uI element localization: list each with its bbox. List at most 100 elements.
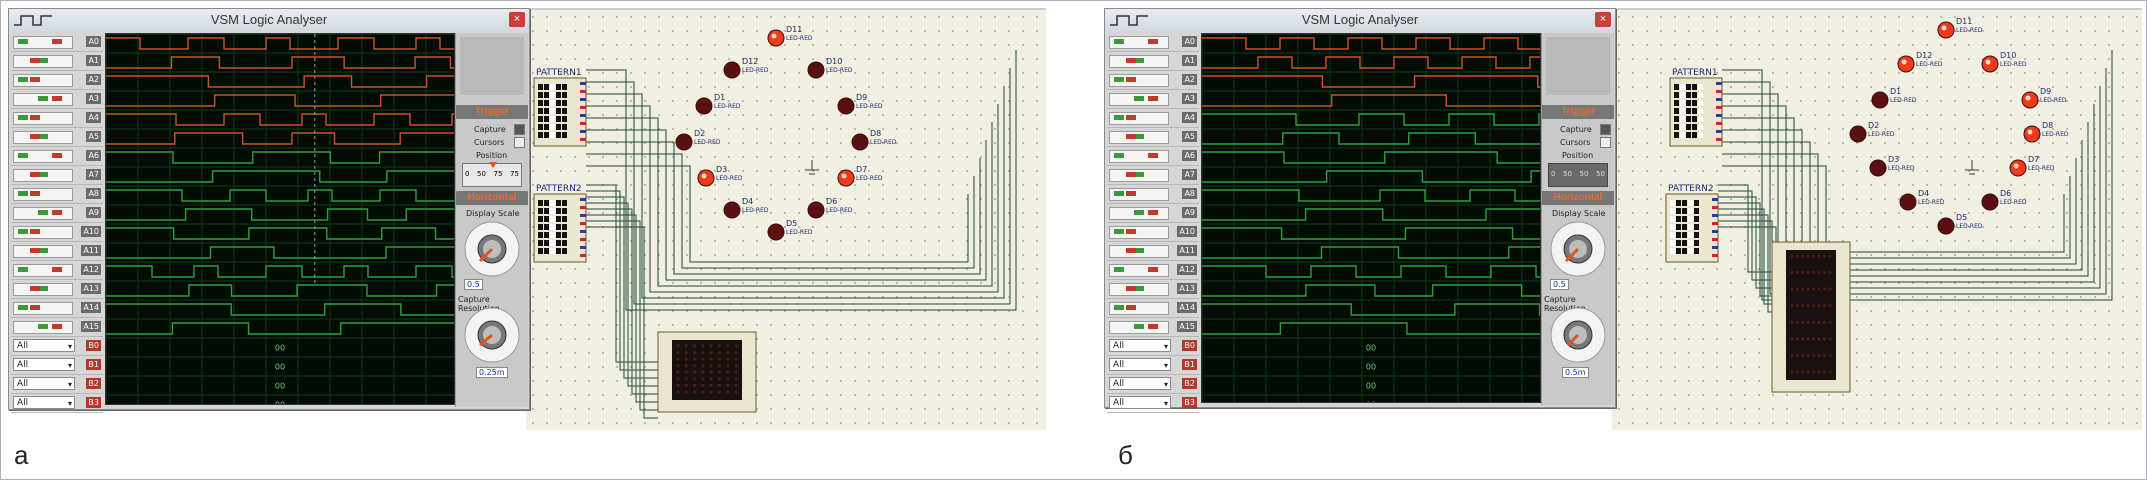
trigger-condition-toggle[interactable] bbox=[13, 36, 73, 49]
led-matrix-chip[interactable] bbox=[1771, 241, 1851, 393]
capture-resolution-knob[interactable] bbox=[460, 305, 524, 365]
trigger-condition-toggle[interactable] bbox=[13, 188, 73, 201]
trigger-condition-toggle[interactable] bbox=[1109, 55, 1169, 68]
titlebar[interactable]: VSM Logic Analyser × bbox=[1105, 9, 1615, 31]
waveform-display[interactable]: 00000000 bbox=[105, 33, 455, 410]
bus-select[interactable]: All▾ bbox=[13, 358, 75, 371]
wire[interactable] bbox=[586, 202, 658, 387]
channel-row[interactable]: A10 bbox=[1107, 223, 1199, 242]
trigger-condition-toggle[interactable] bbox=[1109, 245, 1169, 258]
channel-row[interactable]: A1 bbox=[1107, 52, 1199, 71]
trigger-condition-toggle[interactable] bbox=[13, 74, 73, 87]
bus-select[interactable]: All▾ bbox=[1109, 377, 1171, 390]
trigger-condition-toggle[interactable] bbox=[13, 131, 73, 144]
trigger-condition-toggle[interactable] bbox=[13, 302, 73, 315]
channel-row[interactable]: A5 bbox=[1107, 128, 1199, 147]
trigger-condition-toggle[interactable] bbox=[13, 264, 73, 277]
trigger-condition-toggle[interactable] bbox=[1109, 36, 1169, 49]
wire[interactable] bbox=[586, 141, 981, 275]
wire[interactable] bbox=[586, 214, 658, 403]
bus-select[interactable]: All▾ bbox=[1109, 339, 1171, 352]
channel-row[interactable]: A10 bbox=[11, 223, 103, 242]
led-matrix-chip[interactable] bbox=[657, 331, 757, 413]
display-scale-knob[interactable] bbox=[460, 219, 524, 279]
trigger-condition-toggle[interactable] bbox=[1109, 74, 1169, 87]
wire[interactable] bbox=[1718, 208, 1772, 305]
wire[interactable] bbox=[586, 184, 658, 363]
trigger-condition-toggle[interactable] bbox=[1109, 264, 1169, 277]
capture-checkbox[interactable] bbox=[1600, 124, 1611, 135]
display-scale-knob[interactable] bbox=[1546, 219, 1610, 279]
channel-row[interactable]: A3 bbox=[11, 90, 103, 109]
channel-row[interactable]: A0 bbox=[1107, 33, 1199, 52]
trigger-condition-toggle[interactable] bbox=[1109, 93, 1169, 106]
channel-row[interactable]: A8 bbox=[1107, 185, 1199, 204]
wire[interactable] bbox=[1722, 165, 2065, 253]
channel-row[interactable]: A1 bbox=[11, 52, 103, 71]
capture-checkbox[interactable] bbox=[514, 124, 525, 135]
wire[interactable] bbox=[586, 226, 658, 419]
bus-select[interactable]: All▾ bbox=[1109, 396, 1171, 409]
pattern-generator[interactable]: PATTERN1 bbox=[533, 68, 587, 147]
wire[interactable] bbox=[1718, 226, 1777, 329]
trigger-condition-toggle[interactable] bbox=[1109, 131, 1169, 144]
trigger-condition-toggle[interactable] bbox=[1109, 150, 1169, 163]
wire[interactable] bbox=[586, 196, 658, 379]
trigger-condition-toggle[interactable] bbox=[13, 169, 73, 182]
trigger-condition-toggle[interactable] bbox=[13, 112, 73, 125]
wire[interactable] bbox=[586, 190, 658, 371]
wire[interactable] bbox=[586, 220, 658, 411]
channel-row[interactable]: A11 bbox=[1107, 242, 1199, 261]
position-slider[interactable]: 0 50 75 75 bbox=[462, 162, 522, 187]
channel-row[interactable]: A3 bbox=[1107, 90, 1199, 109]
channel-row[interactable]: A5 bbox=[11, 128, 103, 147]
channel-row[interactable]: A15 bbox=[11, 318, 103, 337]
channel-row[interactable]: A13 bbox=[11, 280, 103, 299]
trigger-condition-toggle[interactable] bbox=[13, 321, 73, 334]
cursors-checkbox[interactable] bbox=[514, 137, 525, 148]
channel-row[interactable]: A11 bbox=[11, 242, 103, 261]
bus-select[interactable]: All▾ bbox=[13, 396, 75, 409]
pattern-generator[interactable]: PATTERN2 bbox=[1665, 184, 1719, 263]
bus-select[interactable]: All▾ bbox=[1109, 358, 1171, 371]
wire[interactable] bbox=[586, 153, 975, 269]
channel-row[interactable]: A7 bbox=[1107, 166, 1199, 185]
close-button[interactable]: × bbox=[1595, 12, 1611, 27]
channel-row[interactable]: A9 bbox=[1107, 204, 1199, 223]
channel-row[interactable]: A4 bbox=[1107, 109, 1199, 128]
channel-row[interactable]: A9 bbox=[11, 204, 103, 223]
trigger-condition-toggle[interactable] bbox=[1109, 188, 1169, 201]
trigger-condition-toggle[interactable] bbox=[1109, 321, 1169, 334]
channel-row[interactable]: A15 bbox=[1107, 318, 1199, 337]
wire[interactable] bbox=[1718, 190, 1772, 281]
bus-select[interactable]: All▾ bbox=[13, 339, 75, 352]
channel-row[interactable]: A4 bbox=[11, 109, 103, 128]
position-slider-thumb[interactable] bbox=[489, 162, 497, 168]
capture-resolution-knob[interactable] bbox=[1546, 305, 1610, 365]
wire[interactable] bbox=[1722, 50, 2113, 301]
channel-row[interactable]: A0 bbox=[11, 33, 103, 52]
wire[interactable] bbox=[586, 208, 658, 395]
trigger-condition-toggle[interactable] bbox=[13, 207, 73, 220]
wire[interactable] bbox=[586, 117, 993, 287]
channel-row[interactable]: A6 bbox=[1107, 147, 1199, 166]
